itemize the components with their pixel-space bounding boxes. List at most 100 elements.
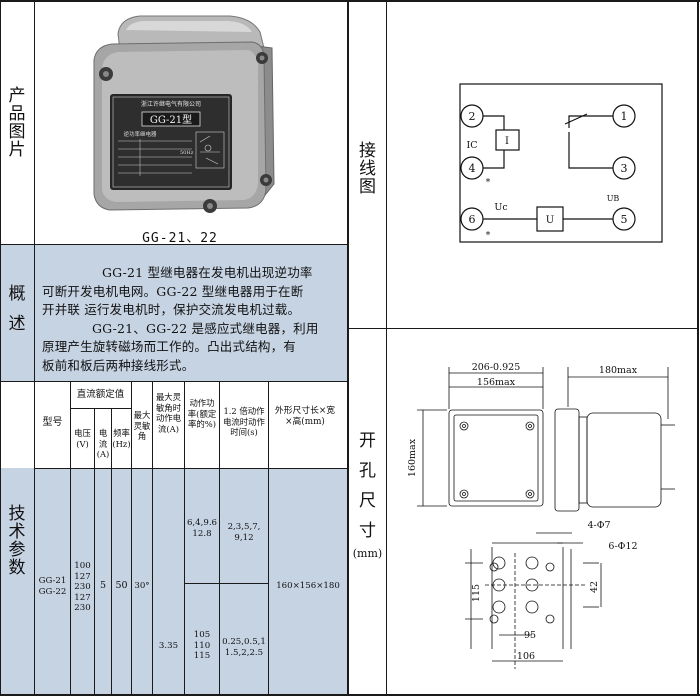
power-b-value: 115: [193, 651, 211, 661]
header-action-power: 动作功率(额定率的%): [187, 398, 217, 429]
terminal-5-label: 5: [621, 213, 628, 226]
params-body-bg: [35, 468, 347, 694]
param-hline: [70, 408, 132, 409]
terminal-2-label: 2: [469, 110, 476, 123]
time-b-value: 0.25,0.5,1: [222, 637, 266, 647]
overview-label-bg: [1, 245, 34, 381]
params-label-char: 术: [8, 521, 26, 542]
params-label-char: 数: [8, 557, 26, 578]
time-a-value: 9,12: [234, 532, 254, 543]
star-mark: *: [486, 178, 491, 188]
dim-holes-large: 6-Φ12: [608, 541, 637, 552]
frame-bottom: [0, 694, 700, 696]
frame-right: [697, 0, 699, 696]
photo-label-char: 产: [8, 86, 26, 106]
cutout-label-unit: (mm): [352, 547, 383, 561]
cell-current: 5: [99, 580, 107, 591]
divider-photo-bottom: [0, 244, 348, 245]
time-a-value: 2,3,5,7,: [227, 522, 261, 532]
overview-line: 原理产生旋转磁场而工作的。凸出式结构，有: [42, 339, 297, 354]
params-row-label: 技 术 参 数: [0, 504, 34, 578]
dim-115: 115: [471, 584, 482, 602]
wiring-diagram: 2 4 6 1 3 5 I U IC Uc UB * *: [387, 2, 697, 328]
divider-center: [347, 0, 349, 696]
uc-label: Uc: [494, 202, 507, 213]
overview-line: 开并联 运行发电机时，保护交流发电机过载。: [42, 302, 301, 317]
voltage-value: 127: [74, 571, 91, 582]
power-a-value: 6,4,9.6: [186, 518, 218, 528]
overview-paragraph: GG-21 型继电器在发电机出现逆功率 可断开发电机电网。GG-22 型继电器用…: [42, 264, 346, 375]
voltage-value: 100: [74, 561, 91, 571]
product-photo: 浙江许继电气有限公司 GG-21型 逆功率继电器 50Hz: [80, 8, 280, 218]
cell-models: GG-21 GG-22: [35, 576, 70, 597]
param-vline: [219, 381, 220, 694]
cell-power-b: 105 110 115: [185, 630, 219, 662]
dim-side-depth: 180max: [599, 365, 638, 376]
power-a-value: 12.8: [192, 528, 212, 539]
cutout-drawing: 206-0.925 156max 180max 160max 4-Φ7 6-Φ1…: [387, 329, 697, 694]
voltage-value: 230: [74, 582, 91, 592]
param-hline: [184, 583, 268, 584]
divider-right-mid: [348, 328, 698, 329]
model-value: GG-21: [38, 576, 67, 586]
cell-time-b: 0.25,0.5,1 1.5,2,2.5: [220, 637, 268, 658]
cutout-row-label: 开 孔 尺 寸 (mm): [349, 431, 386, 561]
wiring-row-label: 接 线 图: [349, 141, 386, 197]
overview-line: 可断开发电机电网。GG-22 型继电器用于在断: [42, 283, 304, 299]
cell-dims: 160×156×180: [276, 581, 340, 591]
terminal-6-label: 6: [469, 213, 476, 226]
photo-label-char: 片: [8, 139, 26, 160]
param-vline: [111, 408, 112, 694]
overview-row-label: 概 述: [0, 285, 34, 334]
cutout-label-char: 开: [359, 431, 376, 451]
nameplate-model: GG-21型: [150, 113, 192, 126]
header-action-time: 1.2 倍动作电流时动作时间(s): [223, 406, 265, 437]
dim-42: 42: [589, 581, 600, 593]
nameplate-subtitle: 逆功率继电器: [123, 130, 157, 138]
cutout-label-char: 尺: [359, 490, 376, 511]
params-label-bg: [1, 468, 34, 694]
params-label-char: 参: [8, 539, 26, 560]
cell-power-a: 6,4,9.6 12.8: [185, 518, 219, 539]
param-vline: [268, 381, 269, 694]
header-dims: 外形尺寸长×宽×高(mm): [274, 406, 336, 427]
frame-top: [0, 0, 700, 2]
dim-height: 160max: [407, 438, 418, 477]
cell-voltages: 100 127 230 127 230: [71, 561, 94, 614]
overview-label-char: 述: [8, 313, 26, 334]
overview-line: GG-21 型继电器在发电机出现逆功率: [102, 265, 313, 280]
cell-action-current: 3.35: [158, 641, 179, 651]
photo-label-char: 图: [8, 121, 26, 142]
cell-angle: 30°: [134, 581, 150, 591]
params-label-char: 技: [8, 504, 26, 524]
wiring-label-char: 线: [359, 158, 376, 179]
header-max-sens-current: 最大灵敏角时动作电流(A): [155, 392, 182, 434]
dim-95: 95: [524, 630, 536, 641]
frame-left: [0, 0, 1, 696]
header-freq: 频率(Hz): [112, 428, 131, 449]
header-voltage: 电压(V): [74, 428, 91, 449]
dim-front-width-tol: 206-0.925: [472, 362, 521, 373]
ic-label: IC: [466, 140, 477, 151]
dim-106: 106: [517, 651, 535, 662]
overview-line: 板前和板后两种接线形式。: [42, 357, 195, 373]
nameplate-company: 浙江许继电气有限公司: [141, 100, 201, 108]
param-vline: [184, 381, 185, 694]
header-model: 型号: [42, 417, 63, 428]
cutout-label-char: 孔: [359, 460, 376, 481]
dim-front-width-max: 156max: [477, 377, 516, 388]
terminal-4-label: 4: [469, 162, 476, 175]
ub-label: UB: [607, 194, 620, 203]
divider-overview-bottom: [0, 381, 348, 382]
divider-right-label: [386, 0, 387, 696]
power-b-value: 110: [193, 640, 211, 651]
terminal-3-label: 3: [621, 162, 628, 175]
voltage-value: 127: [74, 592, 91, 603]
overview-body-bg: [35, 245, 347, 381]
dim-holes-small: 4-Φ7: [587, 520, 610, 531]
param-vline: [94, 408, 95, 694]
wiring-label-char: 接: [359, 141, 376, 161]
photo-caption: GG-21、22: [142, 231, 218, 246]
header-dc-rating: 直流额定值: [76, 389, 125, 400]
star-mark: *: [486, 231, 491, 241]
